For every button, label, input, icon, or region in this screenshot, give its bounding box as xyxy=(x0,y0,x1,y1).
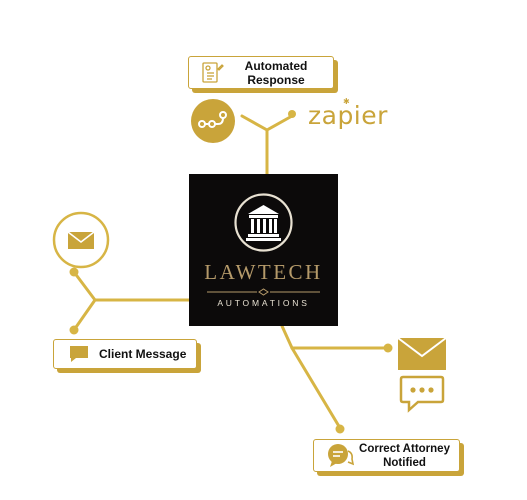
document-icon xyxy=(202,61,224,83)
chat-icon xyxy=(70,346,88,362)
automated-response-node: Automated Response xyxy=(188,56,334,89)
courthouse-icon xyxy=(234,193,293,252)
mail-filled-icon xyxy=(397,337,447,370)
zapier-asterisk-icon: ✱ xyxy=(343,97,350,106)
automated-response-label: Automated Response xyxy=(244,58,308,87)
correct-attorney-node: Correct Attorney Notified xyxy=(313,439,460,472)
speech-bubble-icon xyxy=(399,375,445,413)
lawtech-logo: LAWTECH AUTOMATIONS xyxy=(189,174,338,326)
zapier-logo: zapier xyxy=(308,101,388,130)
brand-tagline: AUTOMATIONS xyxy=(217,298,310,308)
client-message-label: Client Message xyxy=(99,347,187,361)
workflow-icon xyxy=(191,99,235,143)
mail-icon xyxy=(52,211,110,269)
brand-name: LAWTECH xyxy=(204,260,323,284)
brand-divider xyxy=(207,288,320,296)
client-message-node: Client Message xyxy=(53,339,197,369)
correct-attorney-label: Correct Attorney Notified xyxy=(359,442,450,469)
conversation-icon xyxy=(328,443,354,467)
